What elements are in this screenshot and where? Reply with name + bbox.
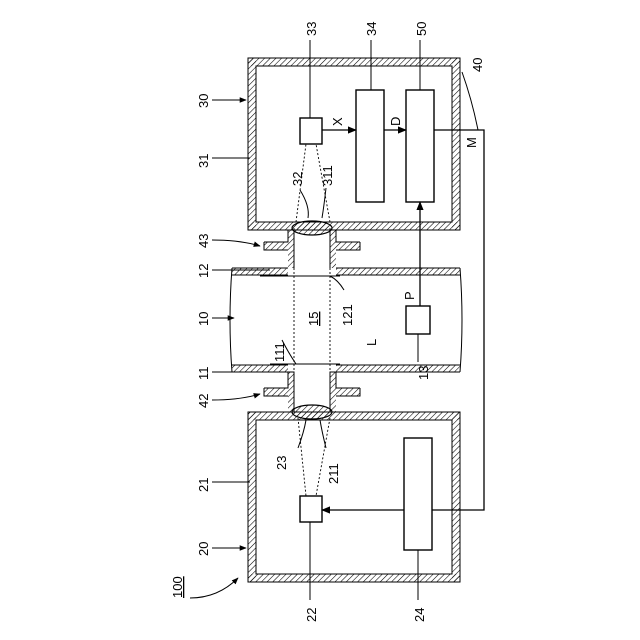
window-23 xyxy=(292,405,332,419)
label-111: 111 xyxy=(272,342,287,362)
sensor-33 xyxy=(300,118,322,144)
label-23: 23 xyxy=(274,456,289,470)
window-32 xyxy=(292,221,332,235)
signal-P: P xyxy=(402,291,417,300)
label-10: 10 xyxy=(196,312,211,326)
emitter-22 xyxy=(300,496,322,522)
signal-X: X xyxy=(330,117,345,126)
label-31: 31 xyxy=(196,154,211,168)
flange-43 xyxy=(264,230,360,268)
label-13: 13 xyxy=(416,366,431,380)
label-32: 32 xyxy=(290,172,305,186)
label-12: 12 xyxy=(196,264,211,278)
label-24: 24 xyxy=(412,608,427,622)
label-11: 11 xyxy=(196,367,211,381)
unit-34 xyxy=(356,90,384,202)
reference-labels: 100 20 21 42 11 10 12 43 31 30 33 34 50 … xyxy=(170,22,485,622)
label-40: 40 xyxy=(470,58,485,72)
label-50: 50 xyxy=(414,22,429,36)
label-22: 22 xyxy=(304,608,319,622)
sensor-13 xyxy=(406,306,430,334)
label-42: 42 xyxy=(196,394,211,408)
label-30: 30 xyxy=(196,94,211,108)
label-20: 20 xyxy=(196,542,211,556)
label-311: 311 xyxy=(320,165,335,186)
label-34: 34 xyxy=(364,22,379,36)
unit-50 xyxy=(406,90,434,202)
signal-M: M xyxy=(464,137,479,148)
label-33: 33 xyxy=(304,22,319,36)
controller-24 xyxy=(404,438,432,550)
label-15: 15 xyxy=(306,312,321,326)
label-43: 43 xyxy=(196,234,211,248)
label-211: 211 xyxy=(326,463,341,484)
label-21: 21 xyxy=(196,478,211,492)
label-100: 100 xyxy=(170,576,185,598)
label-L: L xyxy=(364,339,379,346)
label-121: 121 xyxy=(340,304,355,326)
signal-D: D xyxy=(388,117,403,126)
